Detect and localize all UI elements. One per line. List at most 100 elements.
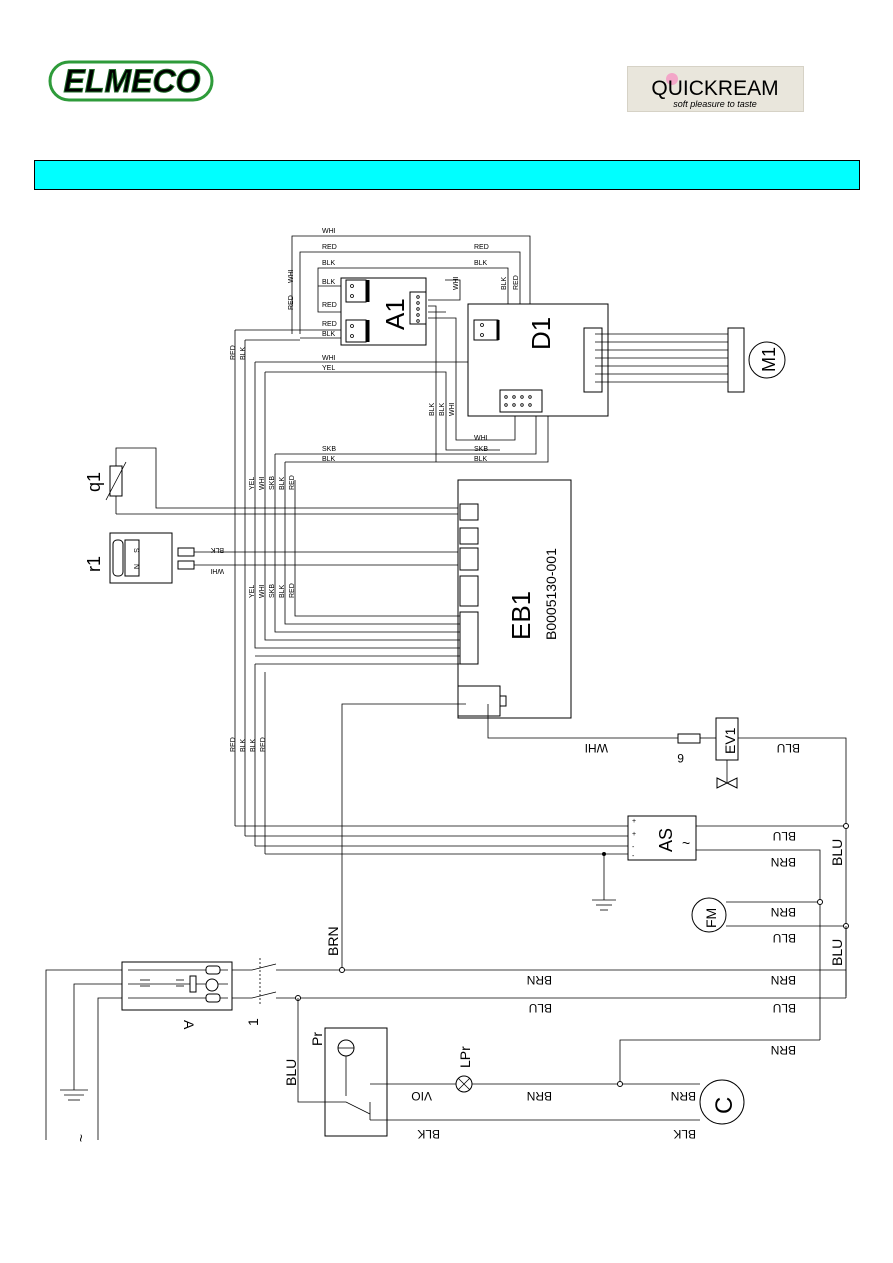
label-c: C bbox=[711, 1097, 738, 1114]
wire-label-blk-top: BLK bbox=[322, 260, 336, 267]
as-terminal-minus2: - bbox=[632, 853, 635, 860]
component-fm bbox=[691, 897, 849, 933]
r1-pin-n: N bbox=[132, 564, 139, 569]
label-d1: D1 bbox=[526, 317, 556, 350]
wire-label-yel-v2: YEL bbox=[249, 585, 256, 598]
wire-label-whi-v1: WHI bbox=[288, 269, 295, 283]
wire-label-skb-v: SKB bbox=[269, 476, 276, 490]
wire-label-whi-ev1: WHI bbox=[585, 741, 608, 755]
mains-ac-symbol: ~ bbox=[73, 1134, 89, 1142]
quickream-logo: QUICKREAM soft pleasure to taste bbox=[627, 66, 804, 112]
elmeco-logo-text: ELMECO bbox=[64, 63, 201, 99]
wire-label-blk-v6: BLK bbox=[279, 584, 286, 598]
as-terminal-minus1: - bbox=[632, 844, 635, 851]
wire-label-blk-a1-lower: BLK bbox=[322, 331, 336, 338]
component-a bbox=[45, 961, 252, 1140]
ice-cream-icon bbox=[666, 73, 678, 85]
wire-label-blk-as1: BLK bbox=[240, 738, 247, 752]
label-switch-1: 1 bbox=[245, 1018, 261, 1026]
wire-label-brn-fm: BRN bbox=[771, 905, 796, 919]
wire-label-red-v1: RED bbox=[288, 295, 295, 310]
lamp-lpr-icon bbox=[455, 1039, 820, 1093]
wire-label-blk-top-right: BLK bbox=[474, 260, 488, 267]
component-eb1 bbox=[457, 479, 572, 719]
wire-label-red-v: RED bbox=[289, 475, 296, 490]
wire-label-red-as1: RED bbox=[230, 737, 237, 752]
wire-label-whi-r1: WHI bbox=[210, 567, 224, 574]
label-ev1: EV1 bbox=[722, 727, 738, 754]
wire-label-red-v2: RED bbox=[513, 275, 520, 290]
eb1-harness bbox=[254, 362, 460, 665]
wire-label-blk-pr: BLK bbox=[417, 1127, 440, 1141]
wire-label-blk-a1: BLK bbox=[322, 279, 336, 286]
component-pr bbox=[297, 998, 700, 1137]
wire-label-blk-v4: BLK bbox=[429, 402, 436, 416]
component-a1 bbox=[340, 277, 427, 346]
as-terminal-plus1: + bbox=[632, 818, 636, 825]
title-banner bbox=[34, 160, 860, 190]
label-m1: M1 bbox=[759, 347, 779, 372]
wire-label-blu-main2: BLU bbox=[773, 1001, 796, 1015]
wire-label-brn-main2: BRN bbox=[771, 973, 796, 987]
label-lpr: LPr bbox=[457, 1046, 473, 1068]
wire-label-blu-v-as: BLU bbox=[829, 839, 845, 866]
label-a1: A1 bbox=[380, 298, 410, 330]
wire-label-red-top: RED bbox=[322, 244, 337, 251]
wire-label-blu-v-fm: BLU bbox=[829, 939, 845, 966]
wire-label-whi-v: WHI bbox=[259, 476, 266, 490]
wire-label-blk-v5: BLK bbox=[439, 402, 446, 416]
wire-label-yel-mid: YEL bbox=[322, 365, 335, 372]
wire-label-red-v4: RED bbox=[289, 583, 296, 598]
wire-label-whi-v2: WHI bbox=[453, 276, 460, 290]
wire-label-blu-fm: BLU bbox=[773, 931, 796, 945]
wire-label-blk-as2: BLK bbox=[250, 738, 257, 752]
wire-label-yel-v: YEL bbox=[249, 477, 256, 490]
wire-label-whi-mid: WHI bbox=[322, 355, 336, 362]
component-d1 bbox=[467, 303, 609, 417]
wire-label-vio: VIO bbox=[411, 1089, 432, 1103]
wire-label-whi-v3: WHI bbox=[259, 584, 266, 598]
wire-label-blk-r1: BLK bbox=[210, 546, 224, 553]
wire-label-blk-c: BLK bbox=[673, 1127, 696, 1141]
wire-label-blu-as: BLU bbox=[773, 829, 796, 843]
component-ev1 bbox=[715, 717, 847, 996]
wire-label-red-top-right: RED bbox=[474, 244, 489, 251]
wire-label-whi-v5: WHI bbox=[449, 402, 456, 416]
component-r1 bbox=[109, 532, 460, 584]
wire-label-red-v3: RED bbox=[230, 345, 237, 360]
label-r1: r1 bbox=[84, 556, 104, 572]
label-a: A bbox=[181, 1020, 197, 1030]
wire-label-blu-ev1: BLU bbox=[777, 741, 800, 755]
wire-label-blu-pr: BLU bbox=[283, 1059, 299, 1086]
wire-label-blk-left: BLK bbox=[322, 456, 336, 463]
fuse-6 bbox=[677, 733, 716, 744]
switch-1 bbox=[251, 926, 847, 1004]
wire-label-brn-as: BRN bbox=[771, 855, 796, 869]
wire-label-brn-c-feed: BRN bbox=[771, 1043, 796, 1057]
label-eb1: EB1 bbox=[506, 591, 536, 640]
label-pr: Pr bbox=[309, 1032, 325, 1046]
wire-label-red-as2: RED bbox=[260, 737, 267, 752]
d1-m1-bus bbox=[595, 327, 745, 393]
label-eb1-part: B0005130-001 bbox=[543, 548, 559, 640]
as-terminal-plus2: + bbox=[632, 831, 636, 838]
wire-label-brn-main1: BRN bbox=[527, 973, 552, 987]
wire-label-skb-d1: SKB bbox=[474, 446, 488, 453]
component-as bbox=[235, 664, 849, 1040]
wire-label-blk-v3: BLK bbox=[240, 346, 247, 360]
wire-label-red-a1: RED bbox=[322, 302, 337, 309]
compressor-c-icon bbox=[699, 1079, 745, 1125]
label-as: AS bbox=[656, 828, 676, 852]
wire-label-brn-c: BRN bbox=[671, 1089, 696, 1103]
wire-label-whi-d1: WHI bbox=[474, 435, 488, 442]
wire-label-whi-top: WHI bbox=[322, 228, 336, 235]
motor-m1-icon bbox=[748, 341, 786, 379]
label-fuse-6: 6 bbox=[677, 751, 684, 765]
wire-label-red-a1-lower: RED bbox=[322, 321, 337, 328]
wire-label-brn-v: BRN bbox=[325, 926, 341, 956]
quickream-logo-text: QUICKREAM bbox=[651, 77, 778, 100]
wire-label-blk-d1: BLK bbox=[474, 456, 488, 463]
as-terminal-ac: ~ bbox=[682, 835, 690, 851]
label-fm: FM bbox=[703, 908, 719, 928]
